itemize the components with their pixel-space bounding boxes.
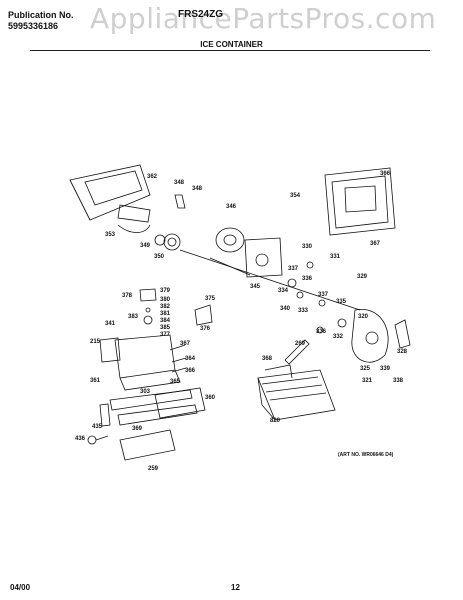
label-321: 321 [362, 378, 373, 384]
label-320: 320 [358, 314, 369, 320]
callout-353: 353 [105, 232, 116, 238]
callout-362: 362 [147, 174, 158, 180]
label-215: 215 [90, 339, 101, 345]
page-number: 12 [231, 583, 240, 592]
label-436: 436 [75, 436, 86, 442]
label-348: 348 [192, 186, 203, 192]
publication-label: Publication No. [8, 10, 74, 20]
label-336: 336 [302, 276, 313, 282]
page-title: ICE CONTAINER [200, 40, 263, 49]
label-369: 369 [132, 426, 143, 432]
callout-349: 349 [140, 243, 151, 249]
label-328: 328 [397, 349, 408, 355]
label-368: 368 [262, 356, 273, 362]
label-381: 381 [160, 311, 171, 317]
label-354: 354 [290, 193, 301, 199]
publication-info: Publication No. 5995336186 [8, 10, 74, 32]
label-331: 331 [330, 254, 341, 260]
label-383: 383 [128, 314, 139, 320]
label-325: 325 [360, 366, 371, 372]
publication-number: 5995336186 [8, 21, 59, 31]
label-384: 384 [160, 318, 171, 324]
model-number: FRS24ZG [178, 9, 224, 20]
label-364: 364 [185, 356, 196, 362]
watermark: AppliancePartsPros.com [90, 2, 437, 35]
label-367: 367 [370, 241, 381, 247]
label-269: 269 [295, 341, 306, 347]
label-377: 377 [160, 332, 171, 338]
label-329: 329 [357, 274, 368, 280]
label-330: 330 [302, 244, 313, 250]
ice-bucket-part [69, 164, 151, 221]
label-337: 337 [288, 266, 299, 272]
label-303: 303 [140, 389, 151, 395]
label-360: 360 [205, 395, 216, 401]
label-820: 820 [270, 418, 281, 424]
part-number-labels: 348 354 366 367 330 331 329 337 336 334 … [75, 171, 408, 472]
callout-350: 350 [154, 254, 165, 260]
label-366b: 366 [185, 368, 196, 374]
label-366: 366 [380, 171, 391, 177]
callout-labels: 362 348 346 353 349 350 [105, 174, 237, 260]
label-375: 375 [205, 296, 216, 302]
label-259: 259 [148, 466, 159, 472]
label-379: 379 [160, 288, 171, 294]
label-367b: 367 [180, 341, 191, 347]
label-361: 361 [90, 378, 101, 384]
label-385: 385 [160, 325, 171, 331]
label-338: 338 [393, 378, 404, 384]
callout-348: 348 [174, 180, 185, 186]
label-337b: 337 [318, 292, 329, 298]
footer-date: 04/00 [10, 583, 31, 592]
label-376: 376 [200, 326, 211, 332]
callout-346: 346 [226, 204, 237, 210]
label-380: 380 [160, 297, 171, 303]
label-378: 378 [122, 293, 133, 299]
label-336b: 336 [316, 329, 327, 335]
label-332: 332 [333, 334, 344, 340]
label-335: 335 [336, 299, 347, 305]
label-365: 365 [170, 379, 181, 385]
label-340: 340 [280, 306, 291, 312]
label-339: 339 [380, 366, 391, 372]
label-341: 341 [105, 321, 116, 327]
label-435: 435 [92, 424, 103, 430]
label-345: 345 [250, 284, 261, 290]
art-number: (ART NO. WR06646 D4) [338, 452, 394, 458]
label-382: 382 [160, 304, 171, 310]
label-334: 334 [278, 288, 289, 294]
label-333: 333 [298, 308, 309, 314]
title-divider [30, 50, 430, 51]
